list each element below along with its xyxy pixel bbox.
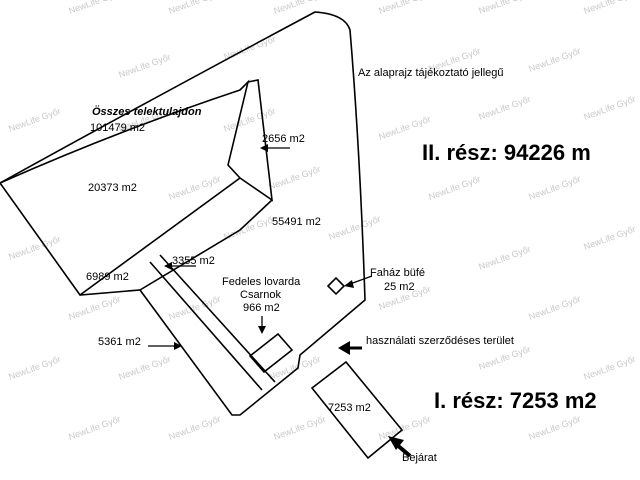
arrow-2656 xyxy=(260,144,290,152)
watermark-text: NewLife Győr xyxy=(377,414,432,442)
watermark-text: NewLife Győr xyxy=(527,294,582,322)
watermark-text: NewLife Győr xyxy=(117,52,172,80)
watermark-text: NewLife Győr xyxy=(527,46,582,74)
watermark-text: NewLife Győr xyxy=(582,224,637,252)
lease-area-outline xyxy=(310,360,404,460)
arrow-entrance xyxy=(388,436,412,458)
watermark-text: NewLife Győr xyxy=(272,0,327,16)
parcel-outline-main xyxy=(0,11,366,416)
arrow-5361 xyxy=(148,342,182,350)
hut-building xyxy=(326,276,346,296)
watermark-text: NewLife Győr xyxy=(377,114,432,142)
watermark-text: NewLife Győr xyxy=(7,354,62,382)
watermark-text: NewLife Győr xyxy=(582,0,637,16)
hut-label-line1: Faház büfé xyxy=(370,267,425,279)
watermark-text: NewLife Győr xyxy=(477,94,532,122)
area-label-20373: 20373 m2 xyxy=(88,182,137,194)
area-label-2656: 2656 m2 xyxy=(262,133,305,145)
watermark-text: NewLife Győr xyxy=(427,174,482,202)
area-label-55491: 55491 m2 xyxy=(272,216,321,228)
arrow-hut xyxy=(344,275,373,288)
plot-2656-strip xyxy=(239,79,273,202)
strip-inner-line-1 xyxy=(149,261,263,391)
watermark-text: NewLife Győr xyxy=(67,0,122,16)
disclaimer-note: Az alaprajz tájékoztató jellegű xyxy=(358,67,504,79)
arrow-hall xyxy=(258,316,266,334)
watermark-text: NewLife Győr xyxy=(267,354,322,382)
hall-label-line2: Csarnok xyxy=(240,289,281,301)
arrow-lease xyxy=(338,341,362,355)
watermark-text: NewLife Győr xyxy=(477,0,532,16)
watermark-text: NewLife Győr xyxy=(167,294,222,322)
watermark-text: NewLife Győr xyxy=(527,174,582,202)
watermark-text: NewLife Győr xyxy=(222,106,277,134)
total-land-title: Összes telektulajdon xyxy=(92,105,202,118)
arrow-3355 xyxy=(164,262,196,270)
part-two-area: II. rész: 94226 m xyxy=(422,140,591,165)
watermark-text: NewLife Győr xyxy=(167,414,222,442)
watermark-text: NewLife Győr xyxy=(117,354,172,382)
entrance-label: Bejárat xyxy=(402,452,437,464)
area-label-5361: 5361 m2 xyxy=(98,336,141,348)
area-label-3355: 3355 m2 xyxy=(172,255,215,267)
watermark-text: NewLife Győr xyxy=(477,244,532,272)
area-label-7253: 7253 m2 xyxy=(328,402,371,414)
watermark-text: NewLife Győr xyxy=(377,0,432,16)
watermark-text: NewLife Győr xyxy=(327,214,382,242)
watermark-text: NewLife Győr xyxy=(582,94,637,122)
hall-label-line3: 966 m2 xyxy=(243,302,280,314)
watermark-text: NewLife Győr xyxy=(267,164,322,192)
watermark-text: NewLife Győr xyxy=(582,354,637,382)
watermark-text: NewLife Győr xyxy=(67,414,122,442)
watermark-text: NewLife Győr xyxy=(67,294,122,322)
total-land-area: 101479 m2 xyxy=(90,122,145,134)
watermark-text: NewLife Győr xyxy=(477,344,532,372)
watermark-text: NewLife Győr xyxy=(527,414,582,442)
lease-area-label: használati szerződéses terület xyxy=(366,335,514,347)
watermark-text: NewLife Győr xyxy=(272,414,327,442)
covered-hall-building xyxy=(248,332,294,374)
strip-inner-line-2 xyxy=(159,254,276,383)
watermark-text: NewLife Győr xyxy=(222,214,277,242)
part-one-area: I. rész: 7253 m2 xyxy=(434,388,597,413)
watermark-text: NewLife Győr xyxy=(7,106,62,134)
hall-label-line1: Fedeles lovarda xyxy=(222,276,301,288)
plot-20373-boundary xyxy=(0,79,250,296)
watermark-text: NewLife Győr xyxy=(167,0,222,16)
hut-label-line2: 25 m2 xyxy=(384,281,415,293)
area-label-6989: 6989 m2 xyxy=(86,271,129,283)
